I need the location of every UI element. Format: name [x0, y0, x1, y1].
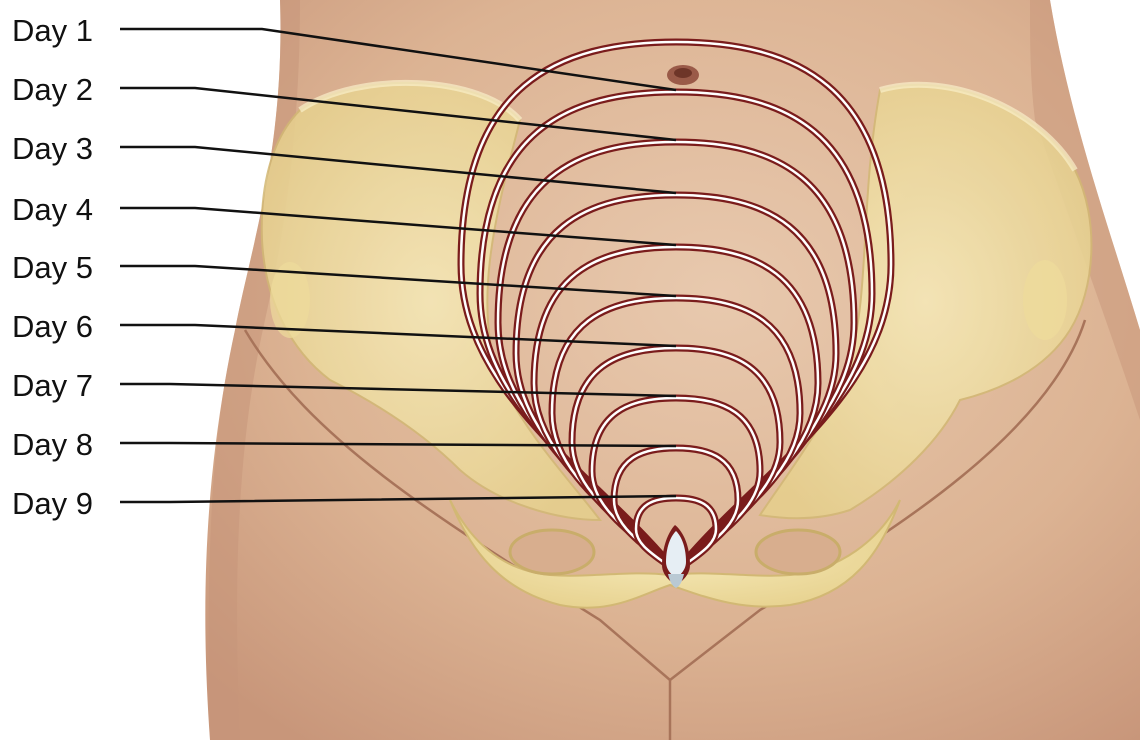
left-obturator-foramen [510, 530, 594, 574]
day-1-label: Day 1 [12, 13, 93, 48]
day-5-label: Day 5 [12, 250, 93, 285]
day-9-label: Day 9 [12, 486, 93, 521]
day-4-label: Day 4 [12, 192, 93, 227]
day-2-label: Day 2 [12, 72, 93, 107]
day-7-label: Day 7 [12, 368, 93, 403]
day-labels: Day 1 Day 2 Day 3 Day 4 Day 5 Day 6 Day … [12, 13, 93, 521]
right-obturator-foramen [756, 530, 840, 574]
day-8-label: Day 8 [12, 427, 93, 462]
day-3-label: Day 3 [12, 131, 93, 166]
day-6-label: Day 6 [12, 309, 93, 344]
